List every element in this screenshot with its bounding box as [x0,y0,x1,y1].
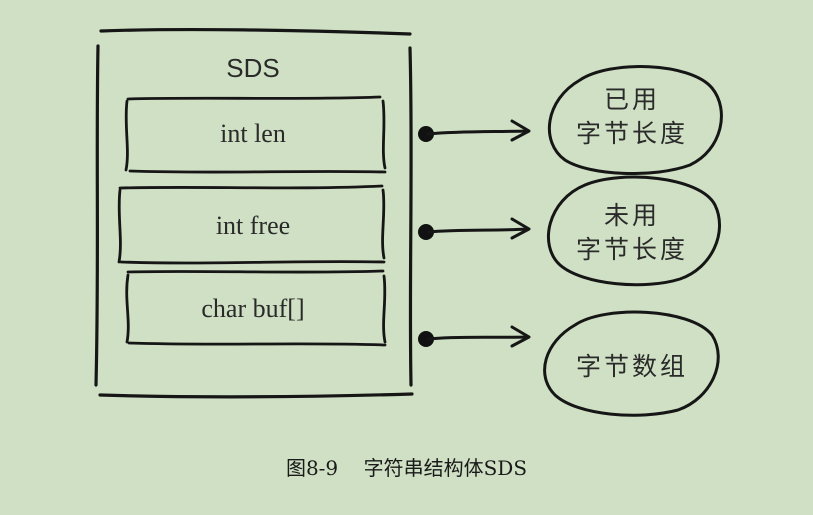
figure-title: 字符串结构体SDS [363,456,528,480]
field-box-buf [125,269,387,347]
arrow-free [418,217,531,240]
blob-used-length [548,65,723,176]
field-label-free: int free [216,211,290,240]
blob-byte-array [543,310,720,417]
field-label-buf: char buf[] [201,294,304,323]
figure-caption: 图8-9 字符串结构体SDS [0,452,813,481]
blob-used-line-2: 字节长度 [576,119,688,148]
blob-free-line-1: 未用 [604,201,660,230]
caption-gap [338,456,363,480]
sds-struct-outline [94,27,414,399]
blob-free-line-2: 字节长度 [576,235,688,264]
arrow-len [418,119,531,142]
blob-used-line-1: 已用 [604,85,660,114]
blob-free-length [546,175,721,287]
figure-number: 图8-9 [285,456,339,480]
field-box-free [117,184,386,265]
field-label-len: int len [220,119,286,148]
blob-byte-array-line-1: 字节数组 [576,352,688,381]
field-box-len [124,95,387,174]
struct-label: SDS [226,53,279,83]
arrow-buf [418,325,531,348]
